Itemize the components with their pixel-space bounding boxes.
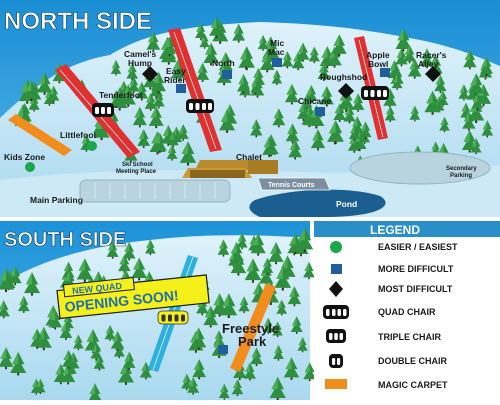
legend-easier-label: EASIER / EASIEST [378,242,458,252]
south-side-title: SOUTH SIDE [4,229,126,251]
label-freestyle-park: Park [238,334,267,349]
chalet-building [182,160,278,178]
pond [249,189,386,217]
label-camels-hump: Camel's [124,49,157,59]
littlefoot-marker [87,141,97,151]
label-main-parking: Main Parking [30,195,83,205]
north-side-map: NORTH SIDE Camel's Hump Easy Rider North… [0,0,500,217]
label-apple-bowl: Apple [366,50,390,60]
legend-panel: LEGEND EASIER / EASIEST MORE DIFFICULT M… [314,221,500,400]
legend-magic-carpet-icon [325,379,347,389]
legend-more-difficult-icon [331,264,342,274]
magic-carpet-north [8,114,72,156]
secondary-parking-lot [349,151,491,185]
label-racers-alley-2: Alley [418,59,439,69]
freestyle-park-marker [218,345,228,354]
label-pond: Pond [336,199,357,209]
label-camels-hump-2: Hump [128,58,152,68]
label-easy-rider-2: Rider [164,75,186,85]
label-tenderfoot: Tenderfoot [99,90,143,100]
south-side-map: NEW QUAD OPENING SOON! SOUTH SIDE Freest… [0,221,317,404]
legend-more-difficult-label: MORE DIFFICULT [378,264,454,274]
label-racers-alley: Racer's [416,50,447,60]
label-ski-school-2: Meeting Place [116,169,157,175]
roughshod-marker [338,83,354,99]
apple-bowl-marker [380,68,390,77]
label-chalet: Chalet [236,152,262,162]
mic-mac-marker [272,58,282,67]
legend-double-chair-label: DOUBLE CHAIR [378,356,447,366]
quad-chair-icon [186,99,214,113]
label-easy-rider: Easy [166,66,186,76]
easy-rider-marker [176,84,186,93]
label-north: North [212,58,235,68]
label-mic-mac-2: Mac [268,47,285,57]
triple-chair-icon [92,103,114,117]
label-ski-school: Ski School [122,162,153,168]
legend-double-chair-icon [329,354,343,368]
label-freestyle: Freestyle [222,321,279,336]
legend-most-difficult-icon [329,281,343,297]
label-chicane: Chicane [298,96,331,106]
label-kids-zone: Kids Zone [4,152,45,162]
legend-quad-chair-label: QUAD CHAIR [378,307,436,317]
north-marker [222,70,232,79]
legend-easier-icon [330,241,342,253]
legend-triple-chair-icon [326,329,346,343]
chicane-marker [315,107,325,116]
label-secondary-parking: Secondary [446,166,477,172]
legend-most-difficult-label: MOST DIFFICULT [378,284,453,294]
label-roughshod: Roughshod [320,72,367,82]
new-quad-chair-icon [157,310,189,325]
label-littlefoot: Littlefoot [60,130,97,140]
kids-zone-marker [25,162,35,172]
label-apple-bowl-2: Bowl [368,59,388,69]
label-secondary-parking-2: Parking [450,173,472,179]
new-quad-banner: NEW QUAD OPENING SOON! [56,274,210,320]
legend-quad-chair-icon [323,305,349,319]
quad-chair-icon-roughshod [361,86,389,100]
legend-header [314,221,500,237]
north-side-title: NORTH SIDE [4,8,152,35]
legend-triple-chair-label: TRIPLE CHAIR [378,332,442,342]
label-tennis-courts: Tennis Courts [268,182,315,189]
racers-alley-marker [425,66,441,82]
label-mic-mac: Mic [270,38,284,48]
legend-title: LEGEND [370,223,420,237]
tennis-courts [257,177,331,191]
magic-carpet-south [230,283,276,372]
legend-magic-carpet-label: MAGIC CARPET [378,380,448,390]
camels-hump-marker [142,66,158,82]
